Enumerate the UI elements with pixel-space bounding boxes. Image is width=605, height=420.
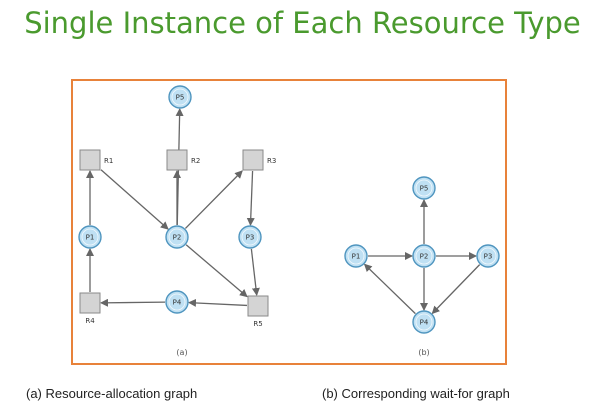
graph-a-process-label: P4 (173, 299, 182, 307)
graph-b-process-p1: P1 (344, 244, 368, 268)
graph-a-edge-r3-p3 (246, 170, 255, 227)
graph-b-caption: (b) Corresponding wait-for graph (322, 386, 510, 401)
graph-a-process-p1: P1 (78, 225, 102, 249)
graph-b-process-label: P3 (484, 253, 493, 261)
graph-b-process-p2: P2 (412, 244, 436, 268)
graph-a-process-p5: P5 (168, 85, 192, 109)
graph-a-resource-r5: R5 (247, 295, 269, 328)
graph-b-process-p4: P4 (412, 310, 436, 334)
graph-a-resource-label: R5 (253, 320, 262, 328)
graph-a-edge-p3-r5 (250, 248, 260, 296)
graph-a-edge-p2-r5 (185, 244, 248, 298)
slide-title: Single Instance of Each Resource Type (24, 6, 581, 40)
graph-a-edges (86, 107, 260, 307)
graph-a-edge-r1-p2 (100, 169, 169, 230)
graph-b-process-label: P2 (420, 253, 429, 261)
graph-b-process-p3: P3 (476, 244, 500, 268)
diagram-frame (71, 79, 507, 365)
graph-b-edge-p3-p4 (431, 264, 481, 315)
graph-b-process-p5: P5 (412, 176, 436, 200)
graph-b-process-label: P1 (352, 253, 361, 261)
graph-a-resource-r4: R4 (79, 292, 101, 325)
graph-a-process-p2: P2 (165, 225, 189, 249)
graph-a-resource-r2: R2 (166, 149, 200, 171)
graph-b-process-label: P5 (420, 185, 429, 193)
graph-a-edge-p4-r4 (100, 298, 166, 307)
graph-a-edge-r5-p4 (187, 298, 248, 307)
graph-b-sublabel: (b) (418, 348, 429, 357)
graph-a-sublabel: (a) (176, 348, 187, 357)
graph-a-resource-label: R3 (267, 157, 276, 165)
graph-a-caption: (a) Resource-allocation graph (26, 386, 198, 401)
graph-a-process-label: P3 (246, 234, 255, 242)
graph-b-process-label: P4 (420, 319, 429, 327)
graph-a-process-label: P2 (173, 234, 182, 242)
graph-a-resource-label: R1 (104, 157, 113, 165)
graph-a-process-label: P1 (86, 234, 95, 242)
graph-a-edge-p2-r3 (184, 170, 243, 229)
graph-a-resource-label: R2 (191, 157, 200, 165)
graph-a-process-p3: P3 (238, 225, 262, 249)
graph-a-process-p4: P4 (165, 290, 189, 314)
graph-a-resource-label: R4 (85, 317, 95, 325)
graph-b-edge-p4-p1 (363, 263, 416, 315)
graph-a-resource-r1: R1 (79, 149, 113, 171)
graph-a-resource-r3: R3 (242, 149, 276, 171)
graph-a-process-label: P5 (176, 94, 185, 102)
graph-b-edges (363, 199, 481, 315)
